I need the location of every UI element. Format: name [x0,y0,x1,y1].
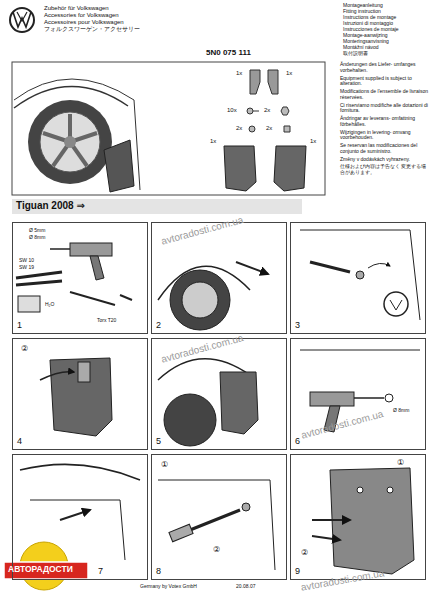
shop-logo [4,542,88,590]
model-name: Tiguan 2008 ⇒ [16,200,85,212]
quantity: 2x [266,125,272,132]
step-panel: 7 [12,454,148,580]
header-text: Montage-aanwijzing [343,33,387,39]
callout-number: ② [212,545,221,554]
note-text: Ändringar av leverans- omfattning förbeh… [340,116,430,128]
footer-text: Germany by Votex GmbH [140,584,197,590]
screw [247,107,290,132]
watermark: avtoradosti.com.ua [300,408,385,441]
step-panel: 9 [290,454,426,580]
tool-label: SW 19 [18,265,35,271]
car-wheel [14,79,140,192]
parts-panel [12,62,325,195]
step-number: 5 [155,437,162,446]
quantity: 10x [227,107,237,114]
note-text: Änderungen des Liefer- umfanges vorbehal… [340,62,430,74]
mudflap-fit [40,358,112,436]
callout-number: ① [160,460,169,469]
quantity: 1x [210,138,216,145]
callout-number: ① [396,458,405,467]
screw-removal [300,230,420,320]
dimension: Ø 8mm [392,408,410,414]
header-text: フォルクスワーゲン・アクセサリー [44,26,140,33]
header-text: Montageanleitung [343,3,383,9]
step-number: 1 [16,321,23,330]
model-band [12,199,302,214]
step-number: 6 [294,437,301,446]
mudflap [224,146,306,191]
step-number: 8 [155,567,162,576]
header-text: Instructions de montage [343,15,396,21]
watermark: avtoradosti.com.ua [160,214,245,247]
logo-text: АВТОРАДОСТИ [8,565,73,575]
step-number: 3 [294,321,301,330]
header-text: Instrucciones de montaje [343,27,399,33]
mudflap-final [312,468,414,574]
step-panel: 3 [290,222,426,334]
part-number: 5N0 075 111 [206,48,251,57]
header-text: Monteringsanvisning [343,39,389,45]
tools [16,243,132,312]
tool-label: SW 10 [18,258,35,264]
header-text: Accessoires pour Volkswagen [44,19,124,26]
note-text: Se reservan las modificaciones del conju… [340,143,430,155]
quantity: 1x [310,138,316,145]
step-panel: 8 [151,454,287,580]
step-number: 9 [294,567,301,576]
step-panel: 4 [12,338,148,450]
header-text: 取付説明書 [343,51,368,57]
step-number: 7 [97,567,104,576]
step-number: 4 [16,437,23,446]
tool-label: H₂O [44,302,55,308]
header-text: Zubehör für Volkswagen [44,5,109,12]
tool-label: Ø 8mm [28,235,46,241]
bracket [250,70,278,94]
header-text: Accessories for Volkswagen [44,12,119,19]
header-text: Fitting instruction [343,9,381,15]
mudflap-wheel [158,359,258,446]
header-text: Istruzioni di montaggio [343,21,393,27]
note-text: Změny v dodávkách vyhrazeny. [340,157,430,163]
tool-label: Torx T20 [96,318,117,324]
note-text: Ci riserviamo modifiche alle dotazioni d… [340,103,430,115]
quantity: 2x [264,107,270,114]
callout-number: ② [20,344,29,353]
quantity: 1x [236,70,242,77]
quantity: 2x [236,125,242,132]
quantity: 1x [286,70,292,77]
header-text: Montážní návod [343,45,379,51]
vw-logo [10,8,34,32]
watermark: avtoradosti.com.ua [300,567,385,593]
screwdriver [158,480,275,570]
tool-label: Ø 5mm [28,228,46,234]
note-text: 仕様および内容は予告なく 変更する場合があります。 [340,164,430,176]
callout-number: ② [300,548,309,557]
note-text: Wijzigingen in levering- omvang voorbeho… [340,130,430,142]
wheel-arch [158,262,268,330]
note-text: Modifications de l'ensemble de livraison… [340,89,430,101]
note-text: Equipment supplied is subject to alterat… [340,76,430,88]
footer-text: 20.08.07 [236,584,255,590]
step-number: 2 [155,321,162,330]
